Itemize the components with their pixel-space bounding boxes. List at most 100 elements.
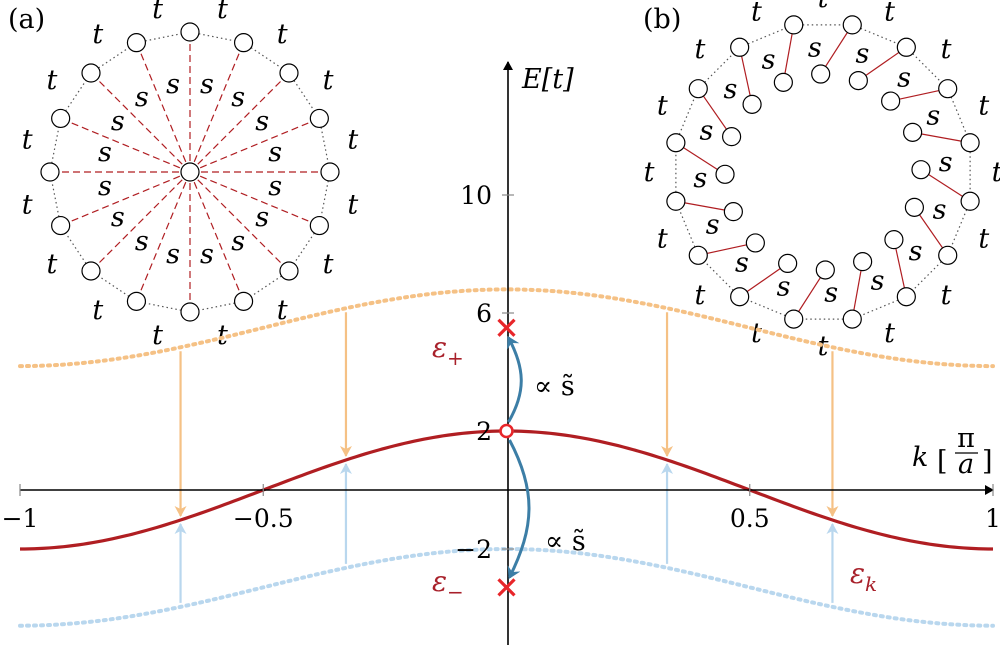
- x-tick-label: 1: [985, 504, 1000, 533]
- outer-site-node: [688, 79, 708, 99]
- label-t: t: [277, 19, 288, 50]
- panel-b-label: (b): [643, 4, 681, 35]
- outer-site-node: [688, 245, 708, 265]
- site-node: [309, 108, 329, 129]
- label-s: s: [166, 239, 180, 270]
- label-s: s: [939, 147, 953, 178]
- label-s: s: [700, 116, 714, 147]
- label-t: t: [884, 0, 895, 27]
- label-t: t: [992, 157, 1000, 188]
- label-t: t: [941, 280, 952, 311]
- label-s: s: [166, 69, 180, 100]
- inner-bond-s: [697, 88, 733, 137]
- label-t: t: [695, 34, 706, 65]
- site-node: [81, 63, 101, 83]
- coupling-arc-lower: [507, 439, 531, 580]
- label-s: s: [871, 265, 885, 296]
- label-t: t: [657, 224, 668, 255]
- ring-bond-t: [739, 296, 794, 320]
- label-s: s: [856, 38, 870, 69]
- label-s: s: [200, 239, 214, 270]
- inner-site-node: [904, 197, 925, 217]
- inner-bond-s: [820, 24, 853, 75]
- ring-bond-t: [675, 201, 699, 256]
- site-node: [81, 261, 101, 281]
- upper-band-curve: [18, 287, 995, 369]
- outer-site-node: [784, 309, 804, 329]
- eps-plus-marker: [497, 318, 516, 337]
- label-s: s: [200, 69, 214, 100]
- eps-plus-label: ε+: [432, 331, 464, 370]
- label-s: s: [926, 100, 940, 131]
- inner-bond-s: [739, 47, 753, 105]
- site-node: [233, 33, 254, 53]
- outer-site-node: [842, 15, 862, 35]
- inner-site-node: [742, 94, 762, 114]
- panel-a-sites: [40, 22, 340, 322]
- y-tick-label: 10: [460, 181, 492, 210]
- label-t: t: [323, 249, 334, 280]
- inner-bond-s: [851, 261, 864, 320]
- spoke-bond-s: [189, 72, 290, 173]
- spoke-bond-s: [189, 171, 290, 272]
- inner-site-node: [778, 253, 798, 274]
- label-t: t: [47, 65, 58, 96]
- site-node: [126, 33, 147, 53]
- ring-bond-t: [905, 46, 949, 90]
- eps-k-zero-marker: [499, 423, 514, 439]
- label-t: t: [92, 19, 103, 50]
- spoke-bond-s: [60, 117, 191, 173]
- inner-bond-s: [893, 239, 907, 297]
- inner-bond-s: [739, 262, 788, 298]
- label-t: t: [657, 90, 668, 121]
- x-tick-label: 0.5: [730, 504, 770, 533]
- label-t: t: [978, 90, 989, 121]
- plot-transition-arrows: [174, 312, 839, 603]
- label-t: t: [751, 318, 762, 349]
- x-axis-unit-numerator: π: [957, 423, 975, 454]
- site-node: [40, 162, 60, 182]
- label-s: s: [111, 202, 125, 233]
- label-t: t: [695, 280, 706, 311]
- label-s: s: [897, 62, 911, 93]
- x-axis-label-bracket-left: [: [937, 446, 948, 477]
- site-node: [51, 108, 71, 129]
- spoke-bond-s: [90, 171, 191, 272]
- panel-a-label: (a): [8, 4, 45, 35]
- inner-site-node: [815, 260, 835, 280]
- label-s: s: [808, 32, 822, 63]
- inner-bond-s: [858, 46, 907, 82]
- outer-site-node: [938, 79, 958, 99]
- outer-site-node: [730, 287, 750, 307]
- ring-bond-t: [697, 46, 741, 90]
- label-s: s: [255, 202, 269, 233]
- spoke-bond-s: [60, 171, 191, 227]
- inner-bond-s: [920, 169, 971, 202]
- spoke-bond-s: [189, 171, 245, 302]
- y-tick-label: 2: [476, 417, 492, 446]
- site-node: [279, 261, 299, 281]
- label-s: s: [777, 272, 791, 303]
- inner-bond-s: [793, 269, 826, 320]
- site-node: [279, 63, 299, 83]
- label-t: t: [323, 65, 334, 96]
- y-axis-label: E[t]: [521, 64, 574, 95]
- outer-site-node: [960, 191, 980, 211]
- ring-bond-t: [675, 88, 699, 143]
- label-t: t: [217, 0, 228, 25]
- inner-bond-s: [675, 200, 734, 213]
- label-t: t: [818, 0, 829, 14]
- y-tick-label: −2: [455, 535, 492, 564]
- inner-site-node: [723, 202, 743, 222]
- eps-k-label: εk: [850, 557, 877, 596]
- inner-site-node: [903, 122, 923, 142]
- inner-bond-s: [913, 207, 949, 256]
- spoke-bond-s: [189, 117, 320, 173]
- label-s: s: [231, 82, 245, 113]
- label-s: s: [255, 106, 269, 137]
- inner-site-node: [721, 127, 742, 147]
